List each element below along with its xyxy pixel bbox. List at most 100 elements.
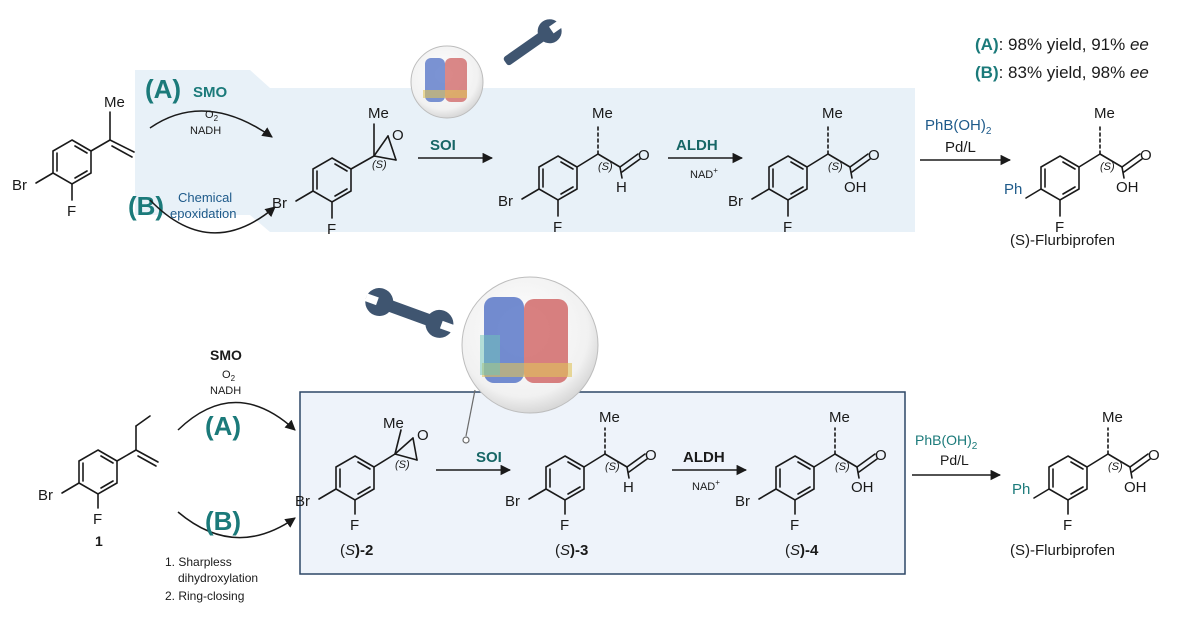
bottom-scheme: Br F 1 SMO O2 NADH (A) (B) 1. Sharpless … (38, 276, 1160, 603)
bottom-compound-4: Me O OH (S) Br F (735, 409, 887, 534)
svg-text:(S): (S) (835, 461, 850, 473)
svg-text:Ph: Ph (1004, 181, 1022, 198)
svg-text:Ph: Ph (1012, 481, 1030, 498)
bottom-compound-3: Me O H (S) Br F (505, 409, 657, 534)
svg-text:Me: Me (1094, 105, 1115, 122)
top-chemical-label: Chemical (178, 190, 232, 205)
svg-text:O: O (392, 127, 404, 144)
top-epoxidation-label: epoxidation (170, 206, 237, 221)
svg-text:F: F (553, 219, 562, 236)
svg-text:(S): (S) (372, 159, 387, 171)
top-compound-3: Me O H (S) Br F (498, 105, 650, 236)
bottom-arrow-b (177, 511, 296, 539)
bottom-soi-label: SOI (476, 449, 502, 466)
top-boronic-label: PhB(OH)2 (925, 117, 992, 137)
svg-text:OH: OH (844, 179, 867, 196)
bottom-compound-4-label: (S)-4 (785, 542, 819, 559)
top-aldh-label: ALDH (676, 137, 718, 154)
top-pdl-label: Pd/L (945, 139, 976, 156)
svg-text:Br: Br (498, 193, 513, 210)
svg-text:F: F (560, 517, 569, 534)
bottom-step2-label: 2. Ring-closing (165, 589, 244, 603)
bottom-step1-label: 1. Sharpless (165, 555, 232, 569)
bottom-aldh-label: ALDH (683, 449, 725, 466)
svg-text:(S): (S) (605, 461, 620, 473)
bottom-product-name: (S)-Flurbiprofen (1010, 542, 1115, 559)
svg-text:Me: Me (822, 105, 843, 122)
bottom-boronic-label: PhB(OH)2 (915, 432, 978, 452)
svg-text:(S): (S) (828, 161, 843, 173)
svg-text:Me: Me (599, 409, 620, 426)
svg-text:F: F (93, 511, 102, 528)
bottom-smo-label: SMO (210, 347, 242, 363)
svg-text:F: F (327, 221, 336, 238)
bottom-compound-2-label: (S)-2 (340, 542, 373, 559)
svg-text:Br: Br (295, 493, 310, 510)
svg-text:F: F (1055, 219, 1064, 236)
top-arrow-b (149, 199, 276, 234)
svg-text:O: O (1140, 147, 1152, 164)
svg-text:O: O (645, 447, 657, 464)
svg-text:O: O (875, 447, 887, 464)
svg-text:F: F (350, 517, 359, 534)
top-shade-band (135, 70, 915, 232)
svg-text:OH: OH (851, 479, 874, 496)
bottom-compound-1-label: 1 (95, 533, 103, 549)
bottom-pdl-label: Pd/L (940, 452, 969, 468)
svg-text:Me: Me (1102, 409, 1123, 426)
top-arrow-a (149, 110, 273, 138)
top-nad-label: NAD+ (690, 166, 718, 181)
svg-text:(S): (S) (395, 459, 410, 471)
bottom-arrow-a (177, 401, 296, 431)
top-nadh-label: NADH (190, 125, 221, 137)
result-a: (A): 98% yield, 91% ee (975, 35, 1149, 54)
svg-text:F: F (67, 203, 76, 220)
top-soi-label: SOI (430, 137, 456, 154)
svg-text:(S): (S) (1108, 461, 1123, 473)
svg-text:(S): (S) (598, 161, 613, 173)
top-compound-4: Me O OH (S) Br F (728, 105, 880, 236)
svg-text:OH: OH (1116, 179, 1139, 196)
svg-text:F: F (790, 517, 799, 534)
svg-text:H: H (616, 179, 627, 196)
top-smo-label: SMO (193, 84, 228, 101)
top-enzyme-sphere (410, 45, 484, 119)
top-wrench-icon (503, 19, 564, 66)
bottom-product: Me O OH (S) Ph F (1012, 409, 1160, 534)
svg-text:Br: Br (272, 195, 287, 212)
result-b: (B): 83% yield, 98% ee (975, 63, 1149, 82)
bottom-enzyme-sphere (461, 276, 599, 414)
svg-text:H: H (623, 479, 634, 496)
bottom-compound-1: Br F (38, 415, 159, 528)
svg-text:F: F (783, 219, 792, 236)
svg-text:Me: Me (368, 105, 389, 122)
bottom-wrench-icon (364, 288, 456, 338)
svg-text:O: O (1148, 447, 1160, 464)
svg-text:O: O (638, 147, 650, 164)
svg-text:Br: Br (12, 177, 27, 194)
top-route-a-letter: (A) (145, 74, 181, 104)
top-scheme: (A): 98% yield, 91% ee (B): 83% yield, 9… (12, 19, 1152, 249)
top-compound-2: Me O (S) Br F (272, 105, 404, 238)
bottom-nadh-label: NADH (210, 385, 241, 397)
bottom-compound-2: Me O (S) Br F (295, 415, 429, 534)
svg-text:Me: Me (592, 105, 613, 122)
svg-text:Br: Br (38, 487, 53, 504)
svg-text:Me: Me (104, 94, 125, 111)
bottom-box (299, 391, 906, 575)
svg-text:F: F (1063, 517, 1072, 534)
top-product: Me O OH (S) Ph F (1004, 105, 1152, 236)
svg-text:O: O (868, 147, 880, 164)
bottom-compound-3-label: (S)-3 (555, 542, 588, 559)
svg-text:Me: Me (829, 409, 850, 426)
svg-text:Br: Br (505, 493, 520, 510)
svg-text:Me: Me (383, 415, 404, 432)
bottom-o2-label: O2 (222, 369, 236, 383)
svg-text:O: O (417, 427, 429, 444)
svg-text:OH: OH (1124, 479, 1147, 496)
bottom-nad-label: NAD+ (692, 478, 720, 493)
svg-text:Br: Br (728, 193, 743, 210)
top-route-b-letter: (B) (128, 191, 164, 221)
bottom-step1b-label: dihydroxylation (178, 571, 258, 585)
